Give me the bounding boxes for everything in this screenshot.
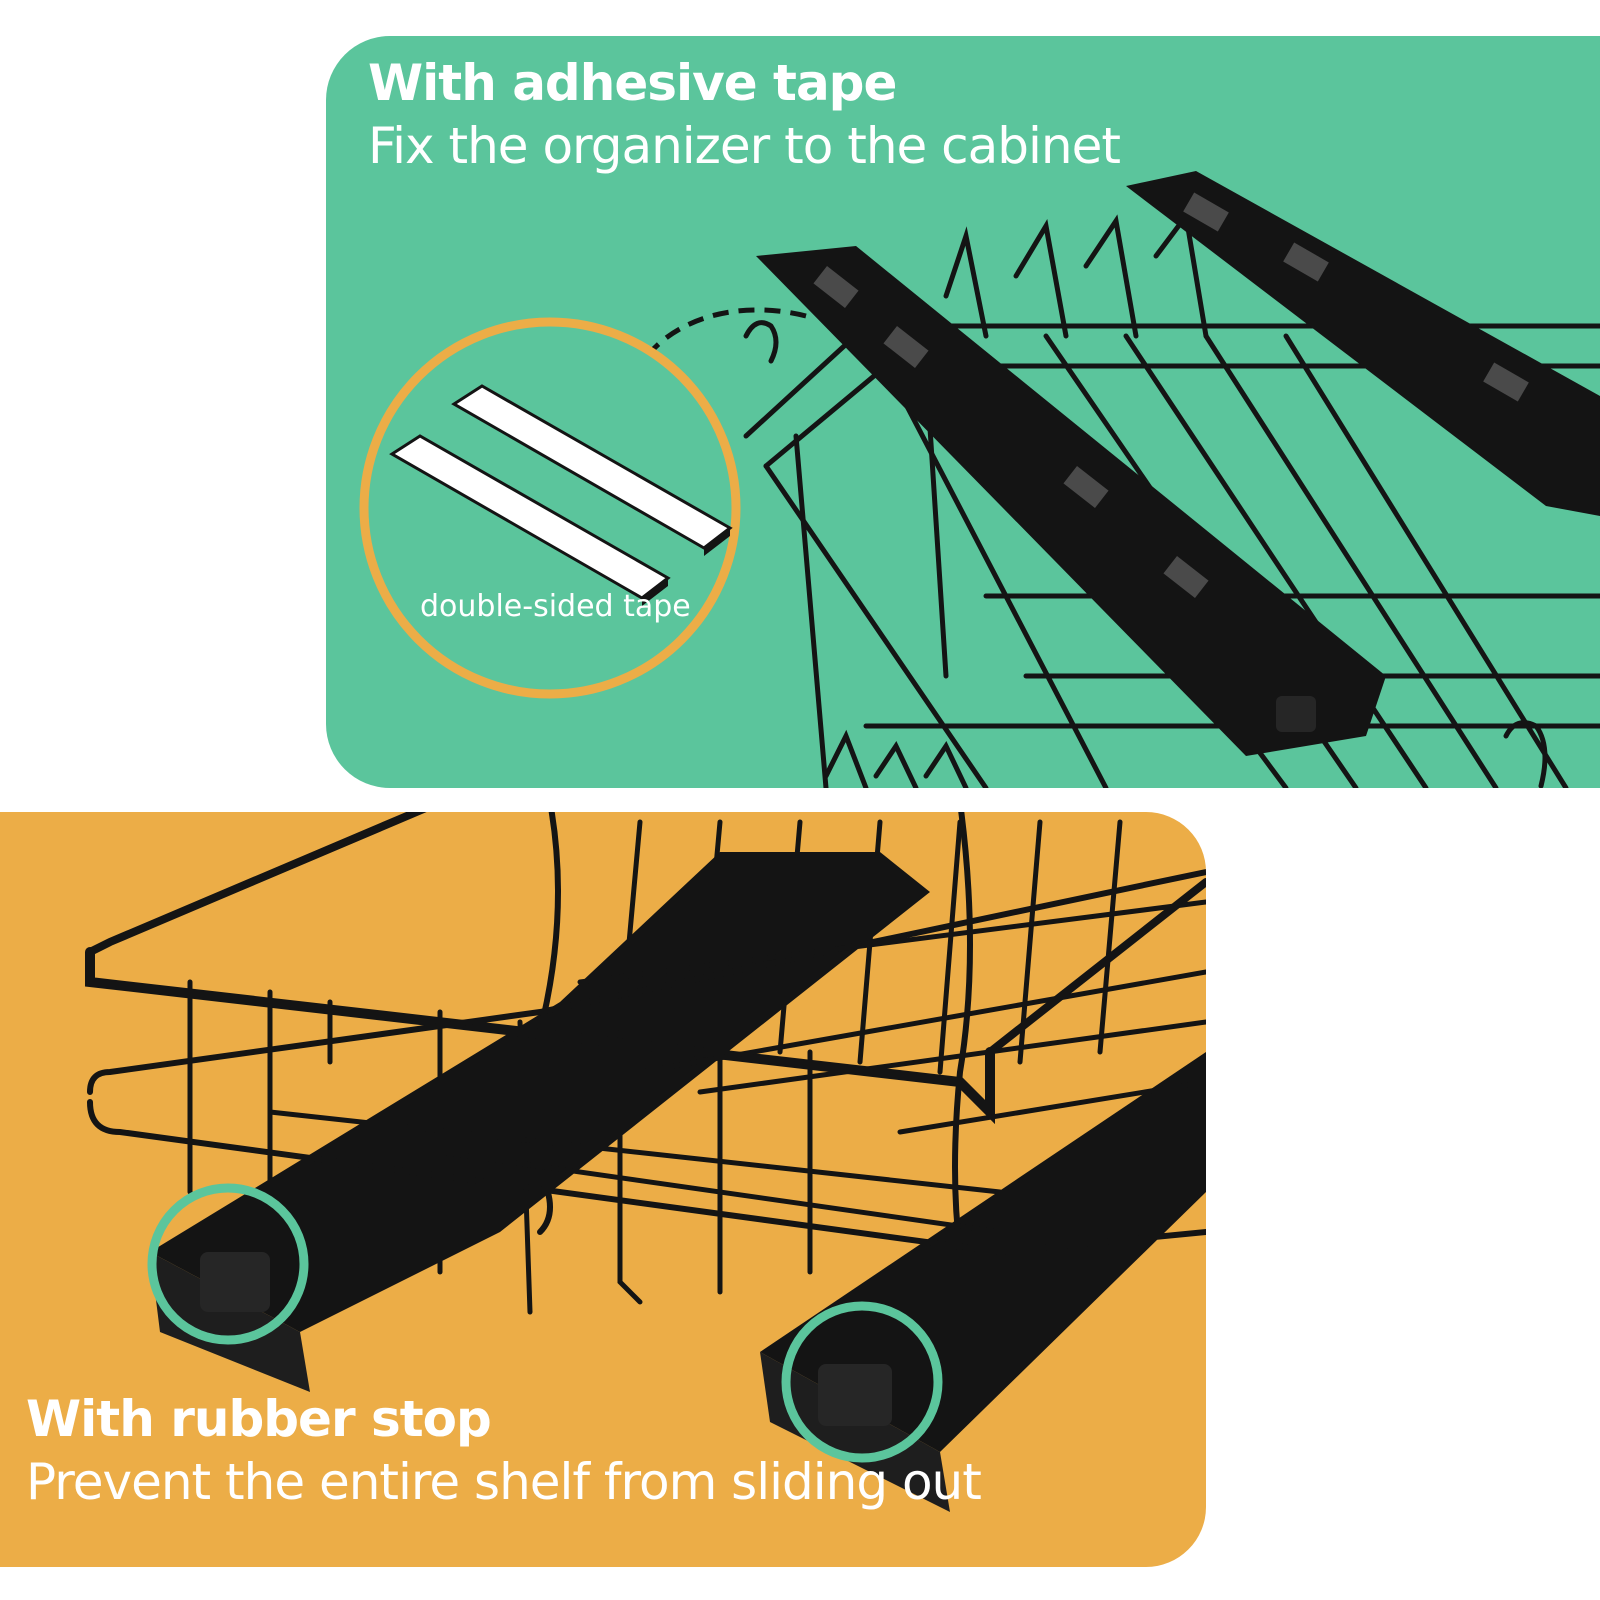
front-slide-rail [756,246,1386,756]
adhesive-tape-panel: With adhesive tape Fix the organizer to … [326,36,1600,788]
tape-strip-front [389,434,671,606]
adhesive-subtitle: Fix the organizer to the cabinet [368,117,1121,175]
wire-basket [85,812,1206,1315]
tape-strip-back [451,384,733,556]
back-slide-rail [1126,171,1600,516]
tape-label: double-sided tape [420,589,691,624]
rubber-stop-highlight-icon [147,1183,309,1345]
rubber-stop-title: With rubber stop [26,1390,492,1448]
adhesive-title: With adhesive tape [368,54,897,112]
rubber-stop-subtitle: Prevent the entire shelf from sliding ou… [26,1453,982,1511]
left-rubber-stop [200,1252,270,1312]
basket-rail-illustration [0,812,1206,1567]
slide-rail-illustration [326,36,1600,788]
rubber-stop-panel: With rubber stop Prevent the entire shel… [0,812,1206,1567]
rubber-stop-highlight-icon [781,1301,943,1463]
wire-basket [743,209,1600,788]
right-rubber-stop [818,1364,892,1426]
magnify-circle-icon [359,317,741,699]
